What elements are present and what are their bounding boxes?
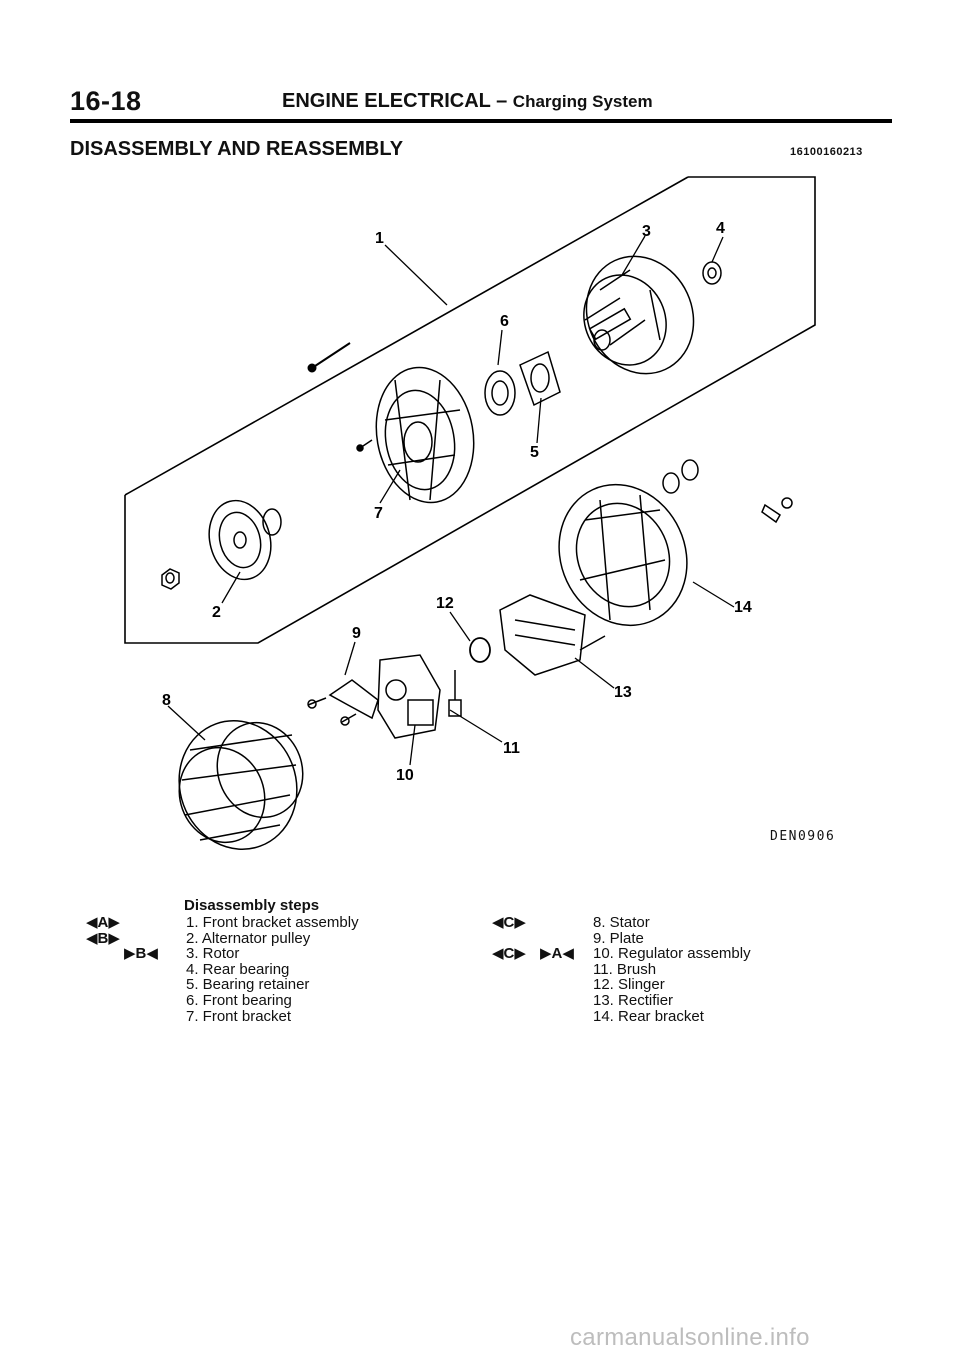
leader-2 <box>221 571 241 604</box>
steps-list-right: 8. Stator 9. Plate 10. Regulator assembl… <box>593 915 751 1024</box>
callout-1: 1 <box>375 230 384 247</box>
service-marks-right: ◀C▶ ◀C▶ ▶A◀ <box>492 915 587 962</box>
step-item: 10. Regulator assembly <box>593 945 751 963</box>
step-item: 6. Front bearing <box>186 991 292 1009</box>
step-item: 14. Rear bracket <box>593 1007 704 1025</box>
front-bearing-drawing <box>484 370 516 416</box>
step-item: 7. Front bracket <box>186 1007 292 1025</box>
mark-symbol: ◀A▶ <box>86 914 120 931</box>
leader-14 <box>692 581 735 608</box>
procedure-title: DISASSEMBLY AND REASSEMBLY <box>70 138 404 160</box>
leader-11 <box>449 709 503 743</box>
callout-12: 12 <box>436 595 454 612</box>
callout-9: 9 <box>352 625 361 642</box>
leader-13 <box>574 657 615 689</box>
step-item: 5. Bearing retainer <box>186 976 310 994</box>
exploded-view-diagram: 1 2 3 4 5 6 7 8 9 10 11 12 13 14 <box>124 176 816 850</box>
callout-4: 4 <box>716 220 725 237</box>
callout-8: 8 <box>162 692 171 709</box>
through-bolt-drawing <box>307 342 351 373</box>
subsection-name: Charging System <box>512 92 653 111</box>
mark-row: ▶B◀ <box>86 946 181 962</box>
watermark: carmanualsonline.info <box>570 1324 810 1351</box>
rectifier-drawing <box>499 594 606 676</box>
mark-symbol: ▶A◀ <box>540 945 574 963</box>
leader-6 <box>497 329 503 366</box>
stator-drawing <box>178 720 304 850</box>
assembly-outline-line <box>124 176 689 496</box>
mark-row <box>492 931 587 947</box>
mark-row: ◀B▶ <box>86 929 181 947</box>
mark-row: ◀C▶ ▶A◀ <box>492 946 587 962</box>
rotor-drawing <box>583 255 695 375</box>
front-bracket-drawing <box>356 366 475 504</box>
callout-10: 10 <box>396 767 414 784</box>
rear-bearing-drawing <box>702 261 722 285</box>
step-item: 4. Rear bearing <box>186 960 290 978</box>
mark-symbol: ◀B▶ <box>86 929 120 947</box>
step-item: 9. Plate <box>593 929 644 947</box>
callout-2: 2 <box>212 604 221 621</box>
service-marks-left: ◀A▶ ◀B▶ ▶B◀ <box>86 915 181 962</box>
brush-drawing <box>448 670 462 717</box>
mark-row: ◀C▶ <box>492 915 587 931</box>
callout-14: 14 <box>734 599 752 616</box>
assembly-outline <box>124 176 816 644</box>
leader-10 <box>409 724 416 766</box>
leader-8 <box>167 705 206 741</box>
plate-drawing <box>307 679 379 726</box>
insulator-bushing-drawing <box>662 459 699 494</box>
bearing-retainer-drawing <box>519 350 561 407</box>
section-title: ENGINE ELECTRICAL – Charging System <box>282 90 653 113</box>
page-number: 16-18 <box>70 86 142 116</box>
rear-bracket-drawing <box>558 483 688 627</box>
leader-4 <box>711 236 724 263</box>
callout-11: 11 <box>503 740 520 757</box>
step-item: 13. Rectifier <box>593 991 674 1009</box>
leader-5 <box>536 397 542 444</box>
step-item: 11. Brush <box>593 960 657 978</box>
mark-row: ◀A▶ <box>86 915 181 931</box>
step-item: 8. Stator <box>593 914 650 931</box>
steps-list-left: 1. Front bracket assembly 2. Alternator … <box>186 915 359 1024</box>
slinger-drawing <box>469 637 491 663</box>
figure-code: DEN0906 <box>770 829 836 844</box>
regulator-assembly-drawing <box>377 654 441 739</box>
callout-13: 13 <box>614 684 632 701</box>
leader-12 <box>449 611 471 642</box>
step-item: 12. Slinger <box>593 976 665 994</box>
leader-9 <box>344 641 356 676</box>
section-name: ENGINE ELECTRICAL <box>282 90 491 112</box>
callout-6: 6 <box>500 313 509 330</box>
alternator-pulley-drawing <box>208 499 282 581</box>
step-item: 1. Front bracket assembly <box>186 914 359 931</box>
callout-7: 7 <box>374 505 383 522</box>
procedure-code: 16100160213 <box>790 146 863 158</box>
mark-symbol: ◀C▶ <box>492 914 526 931</box>
steps-title: Disassembly steps <box>184 897 320 914</box>
terminal-bolt-drawing <box>761 497 793 524</box>
section-dash: – <box>496 90 508 112</box>
leader-1 <box>384 244 448 306</box>
step-item: 2. Alternator pulley <box>186 929 311 947</box>
step-item: 3. Rotor <box>186 945 240 963</box>
callout-5: 5 <box>530 444 539 461</box>
header-rule <box>70 119 892 123</box>
pulley-nut-drawing <box>161 568 180 590</box>
leader-7 <box>379 469 401 504</box>
mark-symbol: ◀C▶ <box>492 945 526 963</box>
callout-3: 3 <box>642 223 651 240</box>
mark-symbol: ▶B◀ <box>124 945 158 963</box>
